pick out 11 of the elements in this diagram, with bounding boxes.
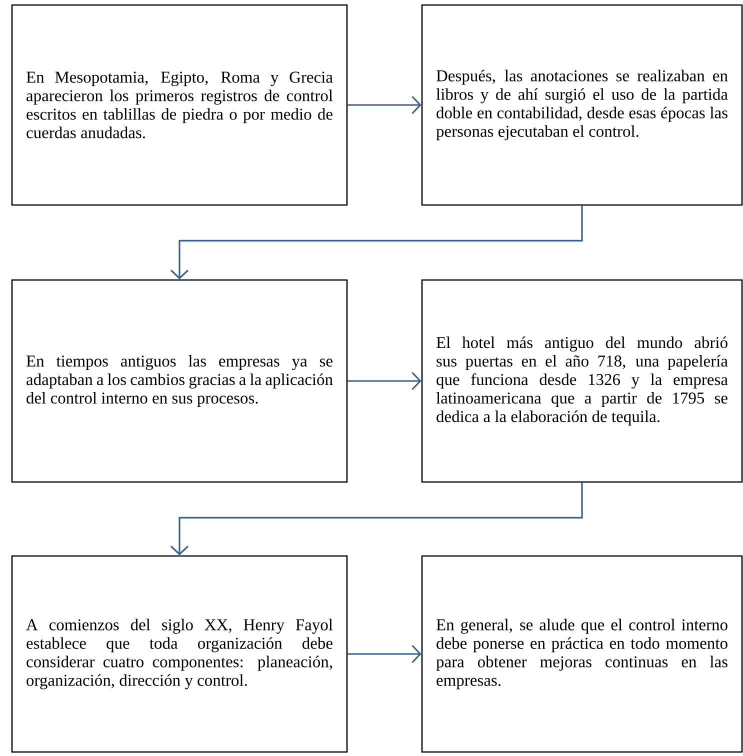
arrow bbox=[348, 96, 422, 114]
arrow bbox=[348, 644, 422, 664]
arrow bbox=[348, 372, 422, 390]
arrow bbox=[170, 206, 583, 280]
text-box: En Mesopotamia, Egipto, Roma y Grecia aparecieron los primeros registros de control escritos en tablillas de piedra o por medio de cuerdas anudadas. bbox=[11, 4, 348, 206]
text-box: A comienzos del siglo XX, Henry Fayol establece que toda organización debe considerar cuatro componentes: planeación, organización, dirección y control. bbox=[11, 555, 348, 753]
text-box: El hotel más antiguo del mundo abrió sus puertas en el año 718, una papelería que funciona desde 1326 y la empresa latinoamericana que a partir de 1795 se dedica a la elaboración de tequila. bbox=[421, 279, 743, 483]
text-box: Después, las anotaciones se realizaban en libros y de ahí surgió el uso de la partida doble en contabilidad, desde esas épocas las personas ejecutaban el control. bbox=[421, 4, 743, 206]
text-box: En general, se alude que el control interno debe ponerse en práctica en todo momento para obtener mejoras continuas en las empresas. bbox=[421, 555, 743, 753]
arrow bbox=[170, 482, 583, 556]
text-box: En tiempos antiguos las empresas ya se adaptaban a los cambios gracias a la aplicación del control interno en sus procesos. bbox=[11, 279, 348, 483]
